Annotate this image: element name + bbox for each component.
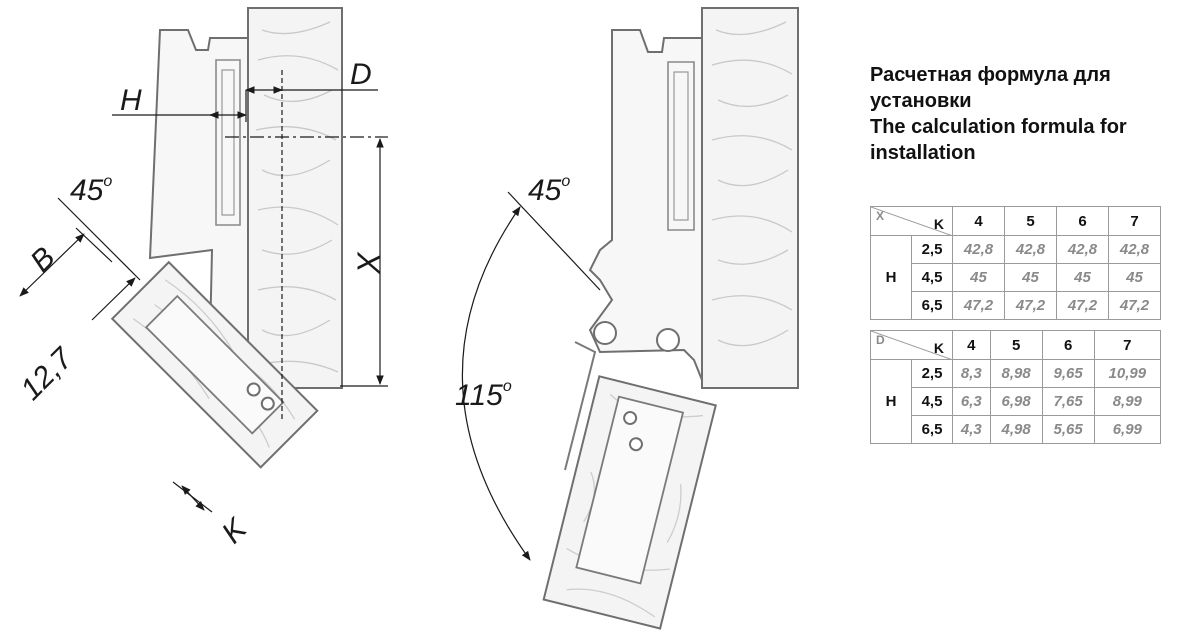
- table-d-cell: 9,65: [1041, 359, 1095, 388]
- table-d-col-2: 6: [1041, 330, 1095, 360]
- table-x-cell: 47,2: [952, 291, 1005, 320]
- dim-label-b: B: [24, 241, 61, 278]
- table-x-cell: 45: [1004, 263, 1057, 292]
- table-x-corner-k: K: [933, 216, 944, 232]
- table-d-cell: 6,98: [989, 387, 1043, 416]
- angle-label-45-right: 45o: [528, 173, 570, 207]
- table-d-cell: 4,3: [952, 415, 991, 444]
- table-x-row-0-h: 2,5: [911, 235, 953, 264]
- table-x-col-1: 5: [1004, 206, 1057, 236]
- cabinet-side-panel-right: [701, 7, 799, 389]
- table-x-cell: 47,2: [1056, 291, 1109, 320]
- table-x-cell: 47,2: [1108, 291, 1161, 320]
- title-line-en-2: installation: [870, 142, 976, 164]
- table-d-cell: 10,99: [1093, 359, 1162, 388]
- cabinet-side-panel-left: [247, 7, 343, 389]
- table-x-corner-x: X: [876, 209, 885, 223]
- dim-label-12-7: 12,7: [14, 341, 80, 407]
- right-hinge-drawing: 45o 115o: [455, 7, 799, 630]
- table-d-corner-d: D: [876, 333, 885, 347]
- left-hinge-drawing: H D X B 12,7 K 45o: [14, 7, 388, 550]
- dim-label-h: H: [120, 84, 142, 117]
- dim-label-d: D: [350, 58, 372, 91]
- table-x-cell: 45: [1056, 263, 1109, 292]
- angle-label-45-left: 45o: [70, 173, 112, 207]
- table-d-cell: 6,3: [952, 387, 991, 416]
- table-d-col-3: 7: [1093, 330, 1162, 360]
- table-x-cell: 42,8: [1108, 235, 1161, 264]
- title-line-ru-2: установки: [870, 90, 972, 112]
- table-d-row-group-h: H: [870, 359, 912, 444]
- table-x-cell: 47,2: [1004, 291, 1057, 320]
- table-d-cell: 8,98: [989, 359, 1043, 388]
- table-d-col-1: 5: [989, 330, 1043, 360]
- table-d-cell: 7,65: [1041, 387, 1095, 416]
- table-x-col-0: 4: [952, 206, 1005, 236]
- table-x-cell: 42,8: [952, 235, 1005, 264]
- title-line-en-1: The calculation formula for: [870, 116, 1127, 138]
- table-x-row-group-h: H: [870, 235, 912, 320]
- table-x-col-3: 7: [1108, 206, 1161, 236]
- table-d-cell: 6,99: [1093, 415, 1162, 444]
- table-d-cell: 8,3: [952, 359, 991, 388]
- table-d-row-2-h: 6,5: [911, 415, 953, 444]
- table-x-cell: 45: [952, 263, 1005, 292]
- table-x-row-2-h: 6,5: [911, 291, 953, 320]
- table-x-cell: 42,8: [1056, 235, 1109, 264]
- table-d-corner: D K: [870, 330, 953, 360]
- table-d: D K 4 5 6 7 H 2,5 8,3 8,98 9,65 10,99 4,…: [870, 330, 1162, 444]
- table-x: X K 4 5 6 7 H 2,5 42,8 42,8 42,8 42,8 4,…: [870, 206, 1161, 320]
- table-d-row-0-h: 2,5: [911, 359, 953, 388]
- table-d-cell: 8,99: [1093, 387, 1162, 416]
- dim-label-k: K: [216, 511, 255, 550]
- table-d-row-1-h: 4,5: [911, 387, 953, 416]
- angle-label-115: 115o: [455, 378, 512, 412]
- hinge-installation-diagram: H D X B 12,7 K 45o: [14, 7, 799, 630]
- table-d-cell: 4,98: [989, 415, 1043, 444]
- table-x-col-2: 6: [1056, 206, 1109, 236]
- dim-label-x: X: [351, 251, 387, 275]
- table-d-col-0: 4: [952, 330, 991, 360]
- table-d-corner-k: K: [933, 340, 944, 356]
- table-d-cell: 5,65: [1041, 415, 1095, 444]
- formula-title: Расчетная формула для установки The calc…: [870, 62, 1190, 166]
- table-x-cell: 45: [1108, 263, 1161, 292]
- table-x-cell: 42,8: [1004, 235, 1057, 264]
- title-line-ru-1: Расчетная формула для: [870, 64, 1111, 86]
- table-x-row-1-h: 4,5: [911, 263, 953, 292]
- table-x-corner: X K: [870, 206, 953, 236]
